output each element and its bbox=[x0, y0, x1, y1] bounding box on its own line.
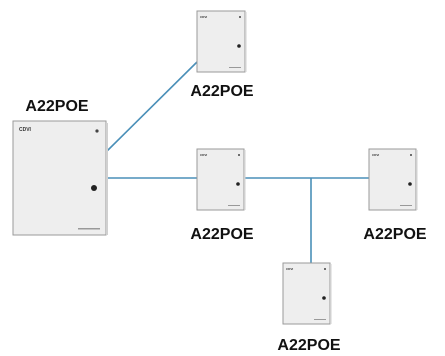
device-top: CDVI bbox=[197, 11, 247, 72]
device-main-lock-icon bbox=[91, 185, 97, 191]
device-main-body bbox=[13, 121, 106, 235]
device-main-shadow bbox=[106, 123, 108, 235]
device-right-shadow bbox=[416, 150, 418, 210]
device-right-label: A22POE bbox=[363, 227, 426, 243]
device-bottom-lock-icon bbox=[322, 296, 326, 300]
device-right-screw-icon bbox=[410, 154, 412, 156]
device-main: CDVI bbox=[13, 121, 108, 235]
device-middle-label: A22POE bbox=[190, 227, 253, 243]
device-middle-screw-icon bbox=[238, 154, 240, 156]
device-bottom-footer-text bbox=[314, 319, 326, 320]
device-bottom: CDVI bbox=[283, 263, 332, 324]
device-main-logo: CDVI bbox=[19, 127, 32, 133]
device-middle-shadow bbox=[244, 150, 246, 210]
device-top-label: A22POE bbox=[190, 84, 253, 100]
device-middle-body bbox=[197, 149, 244, 210]
device-right-footer-text bbox=[400, 205, 412, 206]
device-top-logo: CDVI bbox=[200, 15, 207, 19]
device-middle-footer-text bbox=[228, 205, 240, 206]
device-bottom-body bbox=[283, 263, 330, 324]
device-right-lock-icon bbox=[408, 182, 412, 186]
device-top-screw-icon bbox=[239, 16, 241, 18]
device-top-shadow bbox=[245, 12, 247, 72]
device-bottom-logo: CDVI bbox=[286, 267, 293, 271]
device-right-body bbox=[369, 149, 416, 210]
connector-main-top bbox=[106, 62, 197, 152]
device-right-logo: CDVI bbox=[372, 153, 379, 157]
device-main-footer-text bbox=[78, 228, 100, 230]
device-main-screw-icon bbox=[95, 129, 98, 132]
device-right: CDVI bbox=[369, 149, 418, 210]
device-bottom-label: A22POE bbox=[277, 338, 340, 354]
device-middle-logo: CDVI bbox=[200, 153, 207, 157]
device-top-lock-icon bbox=[237, 44, 241, 48]
device-main-label: A22POE bbox=[25, 99, 88, 115]
device-middle: CDVI bbox=[197, 149, 246, 210]
device-bottom-screw-icon bbox=[324, 268, 326, 270]
device-top-body bbox=[197, 11, 245, 72]
device-top-footer-text bbox=[229, 67, 241, 68]
device-bottom-shadow bbox=[330, 264, 332, 324]
device-middle-lock-icon bbox=[236, 182, 240, 186]
